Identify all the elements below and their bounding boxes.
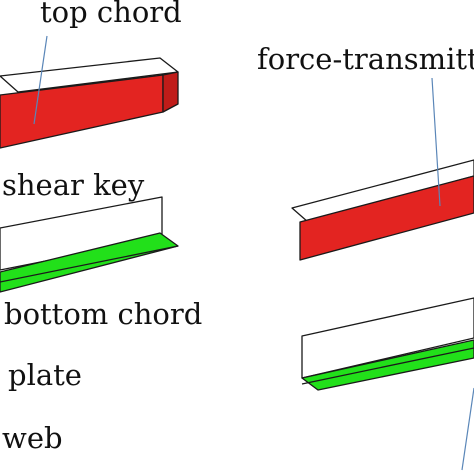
label-force-transmitting: force-transmitt — [257, 42, 474, 76]
force-member-web — [299, 175, 474, 261]
force-transmitting-member — [291, 159, 474, 261]
top-chord-edge — [162, 71, 179, 113]
label-web: web — [2, 421, 63, 455]
label-bottom-chord: bottom chord — [4, 297, 202, 331]
right-bottom-member — [301, 297, 474, 391]
force-transmitting-leader — [431, 77, 441, 207]
label-plate: plate — [8, 358, 82, 392]
web-leader — [461, 387, 474, 471]
right-member-flange-edge — [301, 347, 474, 385]
label-shear-key: shear key — [2, 168, 145, 202]
right-member-flange — [301, 339, 474, 391]
force-member-top-flange — [291, 159, 474, 223]
top-chord-leader — [33, 35, 48, 125]
bottom-chord-flange-edge — [0, 245, 179, 283]
bottom-chord-member — [0, 196, 179, 293]
top-chord-member — [0, 57, 179, 149]
right-member-web — [301, 297, 474, 379]
label-top-chord: top chord — [40, 0, 182, 29]
